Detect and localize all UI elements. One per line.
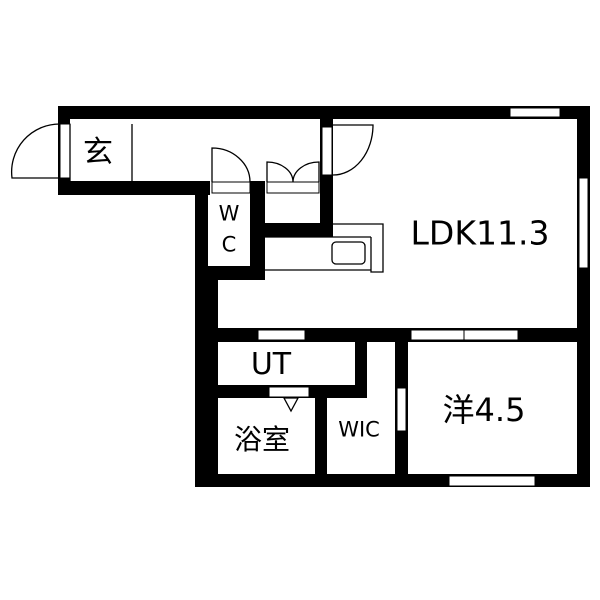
ldk-door-icon <box>332 124 374 176</box>
room-label-bathroom: 浴室 <box>233 423 291 456</box>
bath-door-marker-icon <box>282 397 300 413</box>
room-label-walk-in-closet: WIC <box>338 417 380 442</box>
door-swings <box>10 123 384 413</box>
closet-door-icon <box>266 161 320 183</box>
windows-and-openings <box>59 107 589 487</box>
room-label-ldk: LDK11.3 <box>410 213 550 253</box>
room-label-entrance: 玄 <box>83 135 113 170</box>
entrance-step <box>69 124 133 181</box>
wc-door-icon <box>211 147 251 183</box>
kitchen-counter <box>265 223 384 273</box>
room-label-utility: UT <box>250 347 292 382</box>
entrance-door-icon <box>10 123 61 179</box>
kitchen-sink-icon <box>331 241 366 265</box>
room-label-wc-2: C <box>221 232 237 257</box>
room-label-wc-1: W <box>218 201 240 226</box>
room-label-western-room: 洋4.5 <box>442 391 526 429</box>
